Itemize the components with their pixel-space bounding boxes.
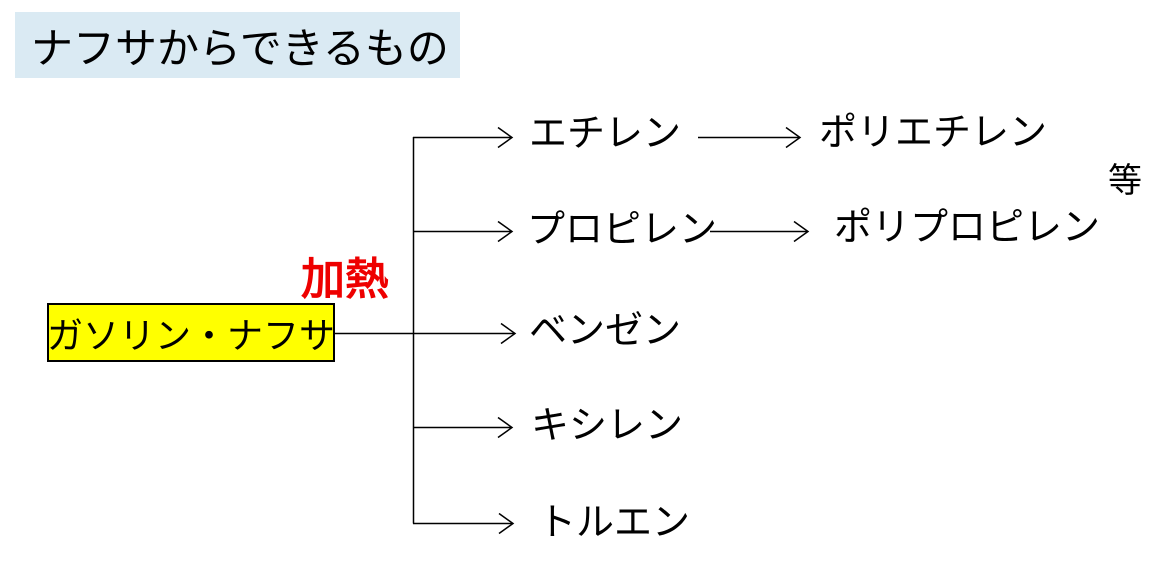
arrowhead-xylene — [497, 416, 514, 439]
arrowhead-polypropylene — [793, 220, 810, 243]
etc-label: 等 — [1108, 162, 1142, 200]
arrowhead-propylene — [497, 220, 514, 243]
arrowhead-benzene — [500, 322, 517, 345]
product-label-propylene: プロピレン — [527, 209, 718, 251]
product-label-xylene: キシレン — [531, 405, 684, 447]
arrowhead-toluene — [498, 512, 515, 535]
arrowhead-ethylene — [497, 126, 514, 149]
source-box-label: ガソリン・ナフサ — [47, 314, 336, 356]
product-label-ethylene: エチレン — [529, 113, 682, 155]
polymer-label-polypropylene: ポリプロピレン — [834, 207, 1101, 249]
arrowhead-polyethylene — [785, 126, 802, 149]
product-label-toluene: トルエン — [538, 502, 691, 544]
page-title: ナフサからできるもの — [15, 12, 460, 78]
source-box: ガソリン・ナフサ — [47, 303, 335, 362]
product-label-benzene: ベンゼン — [529, 310, 682, 352]
polymer-label-polyethylene: ポリエチレン — [819, 112, 1048, 154]
process-label: 加熱 — [301, 255, 389, 304]
